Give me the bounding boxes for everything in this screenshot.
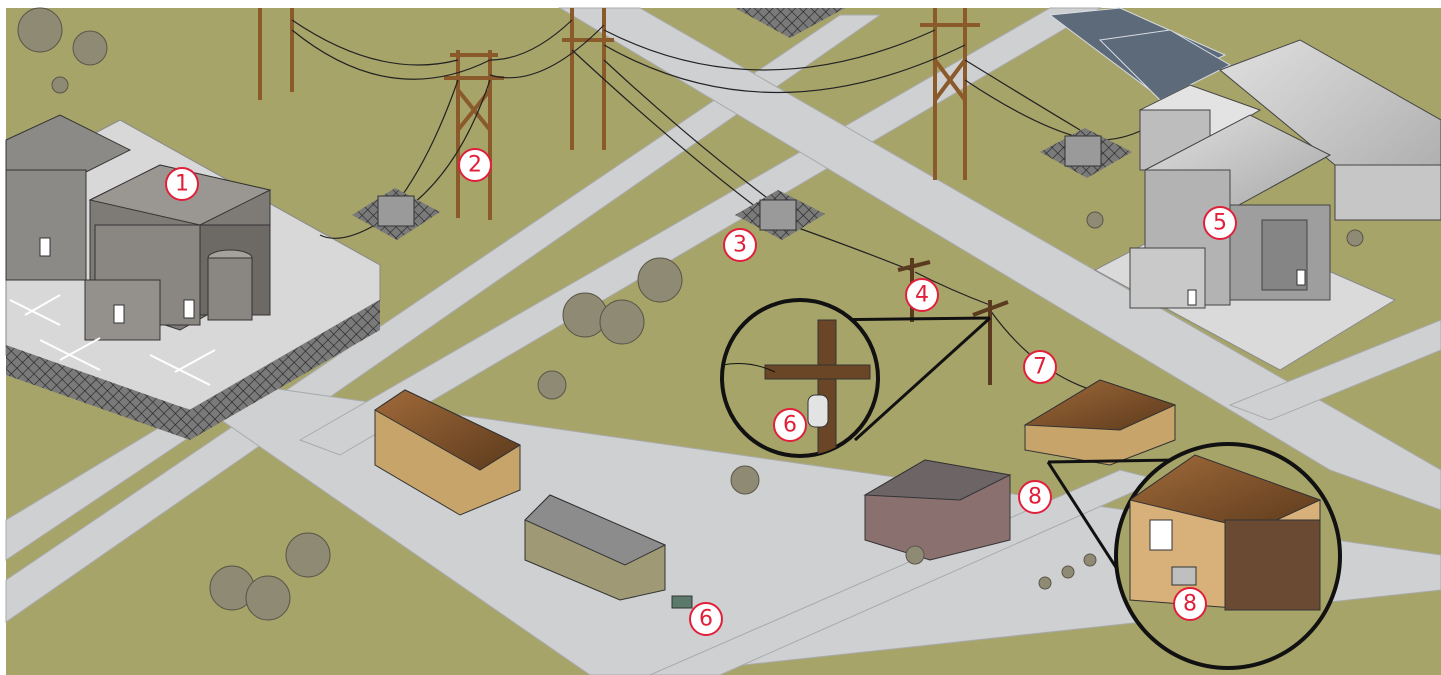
svg-text:3: 3	[733, 233, 747, 258]
callout-5: 5	[1204, 207, 1236, 239]
pad-mount-transformer	[672, 596, 692, 608]
svg-text:7: 7	[1033, 355, 1047, 380]
svg-text:5: 5	[1213, 211, 1227, 236]
callout-6-ground: 6	[690, 603, 722, 635]
callout-2: 2	[459, 149, 491, 181]
svg-text:6: 6	[783, 413, 797, 438]
callout-8-inset: 8	[1174, 588, 1206, 620]
svg-text:6: 6	[699, 607, 713, 632]
callout-7: 7	[1024, 351, 1056, 383]
callout-6-inset: 6	[774, 409, 806, 441]
callout-8-house: 8	[1019, 481, 1051, 513]
callout-3: 3	[724, 229, 756, 261]
callout-4: 4	[906, 279, 938, 311]
svg-text:1: 1	[175, 172, 189, 197]
svg-text:8: 8	[1183, 592, 1197, 617]
svg-text:2: 2	[468, 153, 482, 178]
svg-text:8: 8	[1028, 485, 1042, 510]
svg-text:4: 4	[915, 283, 929, 308]
callout-1: 1	[166, 168, 198, 200]
